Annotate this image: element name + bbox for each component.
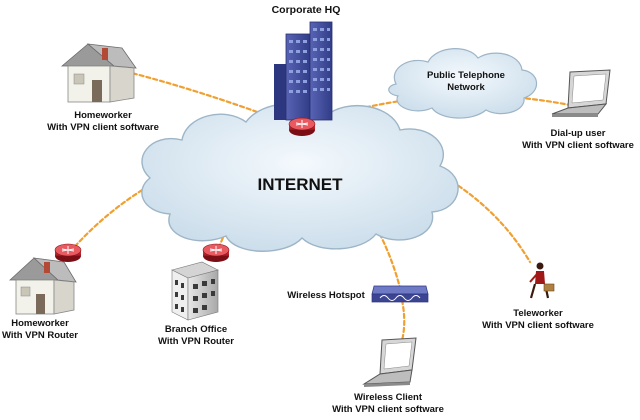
wireless-client-label-line1: Wireless Client (354, 392, 423, 403)
teleworker-label-line1: Teleworker (513, 308, 563, 319)
corporate-hq-title: Corporate HQ (272, 4, 341, 16)
internet-cloud (141, 103, 459, 252)
dialup-label-line2: With VPN client software (522, 140, 634, 151)
branch-office-router-icon (202, 243, 230, 263)
dialup-laptop-icon (551, 69, 611, 117)
corporate-hq-building-icon (274, 21, 333, 121)
wireless-hotspot-icon (371, 285, 429, 303)
pstn-label-line1: Public Telephone (427, 70, 505, 81)
wireless-client-laptop-icon (362, 337, 417, 387)
homeworker-router-icon (54, 243, 82, 263)
internet-label: INTERNET (258, 175, 344, 194)
branch-office-label-line2: With VPN Router (158, 336, 234, 347)
homeworker-client-label-line2: With VPN client software (47, 122, 159, 133)
homeworker-router-label-line2: With VPN Router (2, 330, 78, 341)
homeworker-client-label-line1: Homeworker (74, 110, 132, 121)
pstn-cloud (388, 48, 538, 119)
hq-router-icon (288, 117, 316, 137)
wireless-client-label-line2: With VPN client software (332, 404, 444, 415)
house-with-router-icon (8, 257, 77, 315)
homeworker-router-label-line1: Homeworker (11, 318, 69, 329)
house-icon (60, 43, 137, 103)
pstn-label-line2: Network (447, 82, 485, 93)
branch-office-label-line1: Branch Office (165, 324, 227, 335)
teleworker-label-line2: With VPN client software (482, 320, 594, 331)
dialup-label-line1: Dial-up user (551, 128, 606, 139)
teleworker-person-icon (529, 262, 555, 299)
branch-office-building-icon (171, 261, 219, 321)
wireless-hotspot-label: Wireless Hotspot (287, 290, 365, 301)
